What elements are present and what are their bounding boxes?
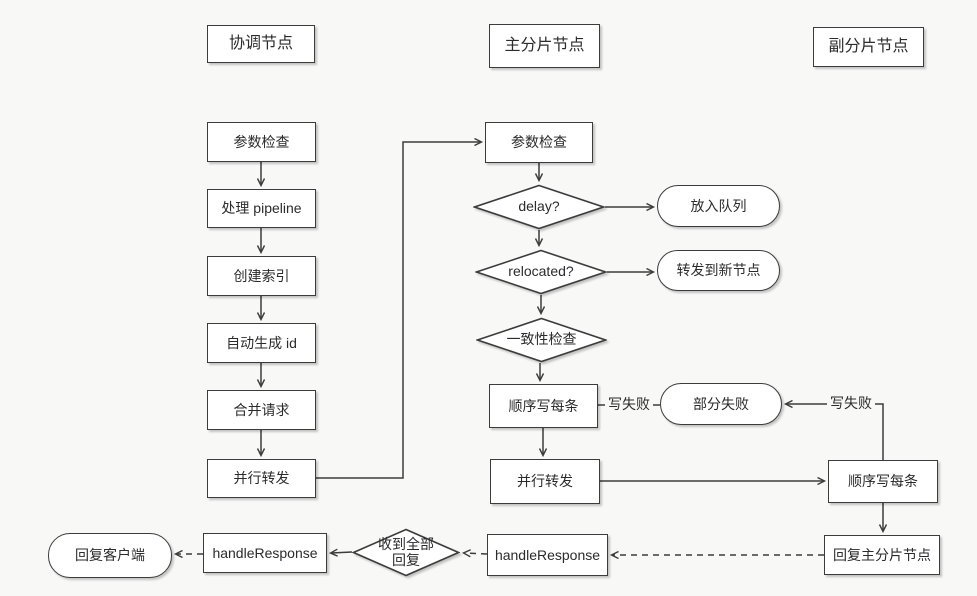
primary-write-each-box: 顺序写每条 bbox=[489, 384, 598, 428]
decision-delay: delay? bbox=[473, 184, 605, 230]
partial-failure-terminator: 部分失败 bbox=[660, 383, 782, 425]
coord-handle-response-label: handleResponse bbox=[212, 544, 318, 561]
lane-header-primary-shard-node: 主分片节点 bbox=[489, 24, 600, 68]
coord-param-check-box: 参数检查 bbox=[207, 122, 316, 162]
coord-create-index-label: 创建索引 bbox=[233, 267, 290, 284]
replica-write-each-box: 顺序写每条 bbox=[828, 460, 938, 503]
primary-param-check-label: 参数检查 bbox=[511, 134, 567, 151]
coord-handle-response-box: handleResponse bbox=[203, 533, 327, 573]
lane-header-replica-shard-node: 副分片节点 bbox=[813, 27, 924, 67]
enqueue-label: 放入队列 bbox=[690, 197, 747, 214]
primary-write-each-label: 顺序写每条 bbox=[508, 397, 579, 414]
partial-failure-label: 部分失败 bbox=[693, 395, 749, 412]
coord-merge-request-label: 合并请求 bbox=[233, 401, 290, 418]
replica-reply-primary-box: 回复主分片节点 bbox=[824, 535, 940, 575]
forward-new-node-label: 转发到新节点 bbox=[676, 262, 761, 279]
coord-parallel-forward-label: 并行转发 bbox=[233, 470, 290, 487]
forward-new-node-terminator: 转发到新节点 bbox=[657, 250, 780, 291]
edge-all-replies-to-coord-handle-response bbox=[331, 552, 353, 553]
coord-pipeline-box: 处理 pipeline bbox=[207, 189, 316, 228]
decision-all-replies-received: 收到全部回复 bbox=[352, 528, 460, 577]
coord-param-check-label: 参数检查 bbox=[233, 133, 290, 150]
lane-header-primary-label: 主分片节点 bbox=[504, 36, 585, 54]
lane-header-coordinator-label: 协调节点 bbox=[228, 34, 293, 52]
edge-replica-write-fail-to-partial-failure bbox=[786, 404, 884, 460]
primary-param-check-box: 参数检查 bbox=[485, 122, 593, 163]
edge-coord-forward-to-primary-param bbox=[316, 142, 481, 479]
coord-pipeline-label: 处理 pipeline bbox=[221, 200, 302, 217]
decision-consistency-check: 一致性检查 bbox=[476, 317, 607, 363]
coord-auto-id-label: 自动生成 id bbox=[226, 334, 297, 351]
decision-consistency-check-label: 一致性检查 bbox=[506, 331, 577, 348]
primary-handle-response-box: handleResponse bbox=[487, 534, 608, 576]
replica-write-each-label: 顺序写每条 bbox=[848, 473, 918, 490]
reply-client-label: 回复客户端 bbox=[75, 547, 145, 564]
decision-relocated: relocated? bbox=[475, 249, 607, 295]
primary-handle-response-label: handleResponse bbox=[494, 546, 601, 563]
decision-delay-label: delay? bbox=[518, 198, 560, 215]
edge-label-write-fail-primary: 写失败 bbox=[605, 394, 653, 414]
coord-auto-id-box: 自动生成 id bbox=[207, 323, 316, 363]
decision-all-replies-line2: 回复 bbox=[392, 551, 420, 568]
coord-create-index-box: 创建索引 bbox=[207, 256, 316, 296]
coord-merge-request-box: 合并请求 bbox=[207, 390, 316, 430]
decision-relocated-label: relocated? bbox=[508, 263, 574, 280]
primary-parallel-forward-label: 并行转发 bbox=[517, 473, 573, 490]
replica-reply-primary-label: 回复主分片节点 bbox=[833, 546, 931, 563]
edge-primary-handle-response-to-all-replies bbox=[464, 553, 488, 554]
decision-all-replies-line1: 收到全部 bbox=[378, 536, 434, 553]
primary-parallel-forward-box: 并行转发 bbox=[490, 459, 600, 504]
lane-header-coordinator-node: 协调节点 bbox=[207, 25, 315, 63]
reply-client-terminator: 回复客户端 bbox=[48, 533, 172, 578]
coord-parallel-forward-box: 并行转发 bbox=[207, 459, 316, 498]
lane-header-replica-label: 副分片节点 bbox=[828, 37, 909, 55]
edge-label-write-fail-replica: 写失败 bbox=[827, 393, 875, 413]
decision-all-replies-label: 收到全部回复 bbox=[378, 536, 434, 568]
enqueue-terminator: 放入队列 bbox=[657, 185, 780, 227]
